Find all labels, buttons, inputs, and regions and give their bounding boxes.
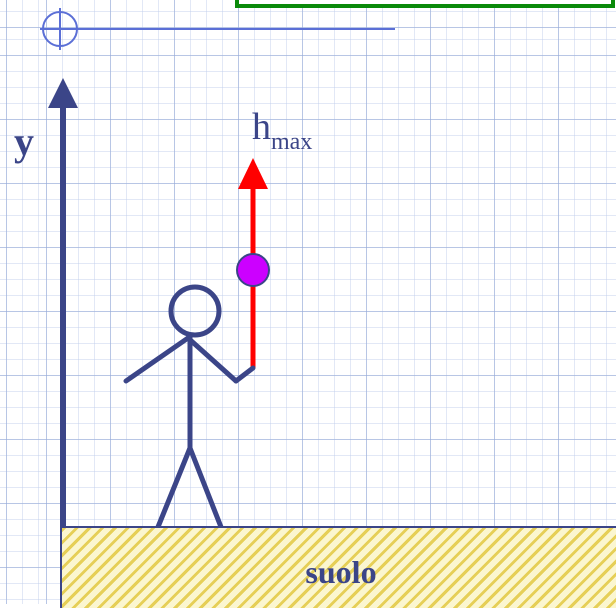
y-axis-label: y — [14, 119, 34, 164]
hmax-subscript: max — [271, 129, 313, 155]
y-axis-arrow — [48, 78, 78, 527]
hmax-base-text: h — [252, 106, 271, 148]
top-frame-box — [235, 0, 615, 8]
ball — [236, 253, 270, 287]
ground-label: suolo — [305, 554, 377, 590]
hmax-label: hmax — [252, 108, 312, 154]
ground-block: suolo — [60, 526, 616, 608]
origin-crosshair-icon — [40, 8, 395, 50]
stick-figure — [123, 284, 256, 530]
